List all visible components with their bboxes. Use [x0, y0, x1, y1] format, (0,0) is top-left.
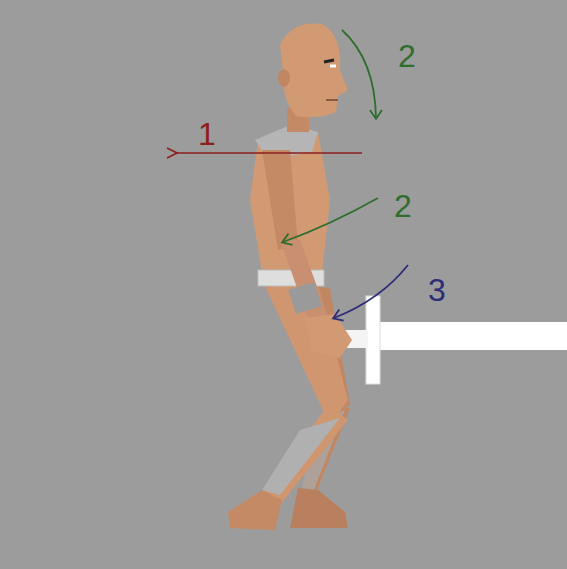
- callout-number: 1: [198, 118, 216, 150]
- callout-number: 2: [398, 40, 416, 72]
- callout-number: 3: [428, 274, 446, 306]
- head: [278, 23, 348, 132]
- callout-number: 2: [394, 190, 412, 222]
- arm: [262, 150, 352, 358]
- callout-arrows: [176, 30, 408, 318]
